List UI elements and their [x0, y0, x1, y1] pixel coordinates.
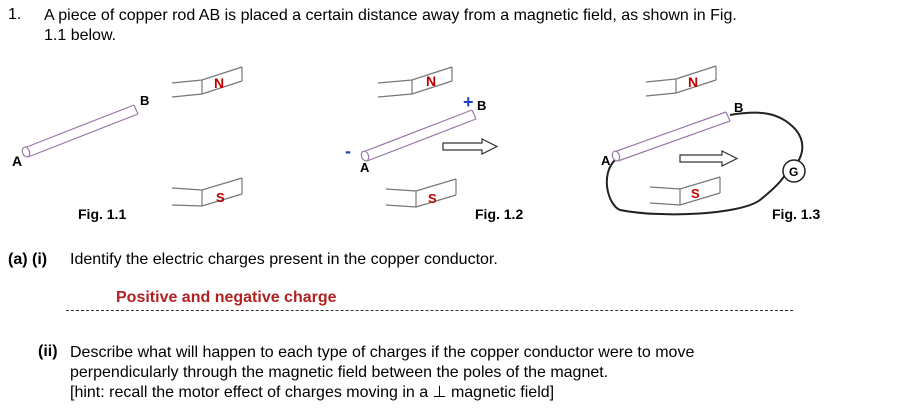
fig1-rod	[21, 104, 139, 158]
question-number: 1.	[8, 6, 22, 23]
fig2-motion-arrow	[442, 138, 499, 155]
fig1-magnet-north: N	[171, 66, 243, 98]
fig1-label-b: B	[140, 93, 149, 108]
fig3-motion-arrow	[679, 150, 739, 167]
fig3-magnet-south: S	[649, 176, 721, 206]
fig2-label-b: B	[477, 98, 486, 113]
fig1-diagram: A B N S Fig. 1.1	[12, 66, 243, 222]
question-text: A piece of copper rod AB is placed a cer…	[44, 6, 894, 46]
part-ii-label: (ii)	[38, 343, 58, 360]
fig3-label-a: A	[601, 153, 611, 168]
fig3-diagram: A B N S G Fig. 1.3	[601, 65, 820, 222]
fig3-label-b: B	[734, 100, 743, 115]
answer-line	[66, 310, 793, 311]
part-ii-line2: perpendicularly through the magnetic fie…	[70, 364, 609, 381]
figures-diagram: A B N S Fig. 1.1 - A + B	[12, 65, 820, 222]
fig2-plus-sign: +	[463, 92, 474, 112]
fig3-galvanometer-label: G	[789, 165, 798, 179]
fig1-pole-s: S	[216, 190, 225, 205]
fig1-label-a: A	[12, 153, 22, 169]
fig2-rod	[360, 109, 477, 162]
part-ii-question: Describe what will happen to each type o…	[70, 343, 890, 403]
fig2-pole-s: S	[428, 191, 437, 206]
question-text-line2: 1.1 below.	[44, 27, 117, 44]
part-ii-hint: [hint: recall the motor effect of charge…	[70, 384, 555, 401]
fig1-magnet-south: S	[171, 177, 243, 207]
fig2-diagram: - A + B N S Fig. 1.2	[345, 66, 523, 222]
fig1-caption: Fig. 1.1	[78, 206, 126, 222]
fig3-magnet-north: N	[645, 65, 717, 97]
fig3-pole-s: S	[691, 186, 700, 201]
fig3-pole-n: N	[688, 74, 698, 90]
fig2-minus-sign: -	[345, 141, 351, 161]
part-a-label: (a) (i)	[8, 251, 48, 268]
fig2-pole-n: N	[426, 73, 436, 89]
fig3-rod	[611, 111, 731, 162]
part-ii-line1: Describe what will happen to each type o…	[70, 344, 695, 361]
fig3-caption: Fig. 1.3	[772, 206, 820, 222]
part-a-answer: Positive and negative charge	[116, 289, 337, 306]
fig2-caption: Fig. 1.2	[475, 206, 523, 222]
fig3-circuit-wire	[605, 111, 804, 216]
question-text-line1: A piece of copper rod AB is placed a cer…	[44, 7, 737, 24]
fig2-magnet-south: S	[385, 178, 457, 208]
part-a-question: Identify the electric charges present in…	[70, 251, 498, 268]
fig2-magnet-north: N	[377, 66, 453, 98]
fig2-label-a: A	[360, 160, 370, 175]
fig1-pole-n: N	[214, 75, 224, 91]
fig3-galvanometer: G	[782, 159, 806, 183]
